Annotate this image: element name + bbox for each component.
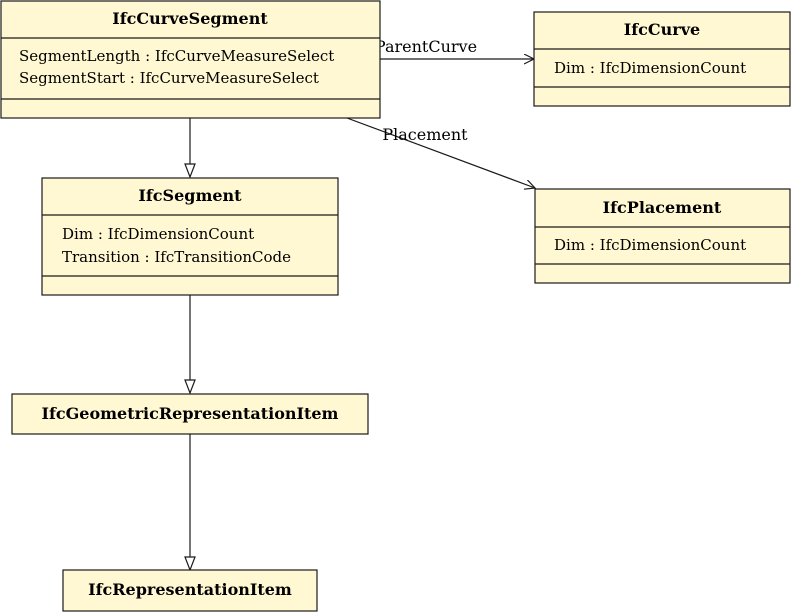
- association-parent-curve: ParentCurve: [375, 37, 534, 59]
- class-name: IfcCurveSegment: [112, 9, 268, 28]
- attribute-dim: Dim : IfcDimensionCount: [554, 236, 746, 254]
- class-name: IfcGeometricRepresentationItem: [42, 404, 339, 423]
- attribute-transition: Transition : IfcTransitionCode: [62, 248, 291, 266]
- generalization-segment-to-geometric-representation-item: [184, 295, 196, 395]
- attribute-segment-length: SegmentLength : IfcCurveMeasureSelect: [19, 47, 334, 65]
- role-label-placement: Placement: [382, 125, 468, 144]
- class-ifc-segment[interactable]: IfcSegment Dim : IfcDimensionCount Trans…: [41, 177, 339, 296]
- class-ifc-curve[interactable]: IfcCurve Dim : IfcDimensionCount: [533, 11, 791, 107]
- association-placement: Placement: [346, 117, 535, 188]
- class-name: IfcSegment: [138, 186, 242, 205]
- attribute-segment-start: SegmentStart : IfcCurveMeasureSelect: [19, 69, 319, 87]
- class-ifc-curve-segment[interactable]: IfcCurveSegment SegmentLength : IfcCurve…: [0, 0, 381, 119]
- generalization-geometric-to-representation-item: [184, 434, 196, 572]
- attribute-dim: Dim : IfcDimensionCount: [554, 59, 746, 77]
- attribute-dim: Dim : IfcDimensionCount: [62, 225, 254, 243]
- class-ifc-representation-item[interactable]: IfcRepresentationItem: [62, 569, 318, 612]
- class-name: IfcRepresentationItem: [88, 580, 292, 599]
- class-name: IfcPlacement: [603, 198, 722, 217]
- class-ifc-geometric-representation-item[interactable]: IfcGeometricRepresentationItem: [11, 393, 369, 435]
- generalization-curve-segment-to-segment: [184, 118, 196, 179]
- class-ifc-placement[interactable]: IfcPlacement Dim : IfcDimensionCount: [534, 188, 791, 284]
- role-label-parent-curve: ParentCurve: [375, 37, 477, 56]
- class-name: IfcCurve: [624, 20, 700, 39]
